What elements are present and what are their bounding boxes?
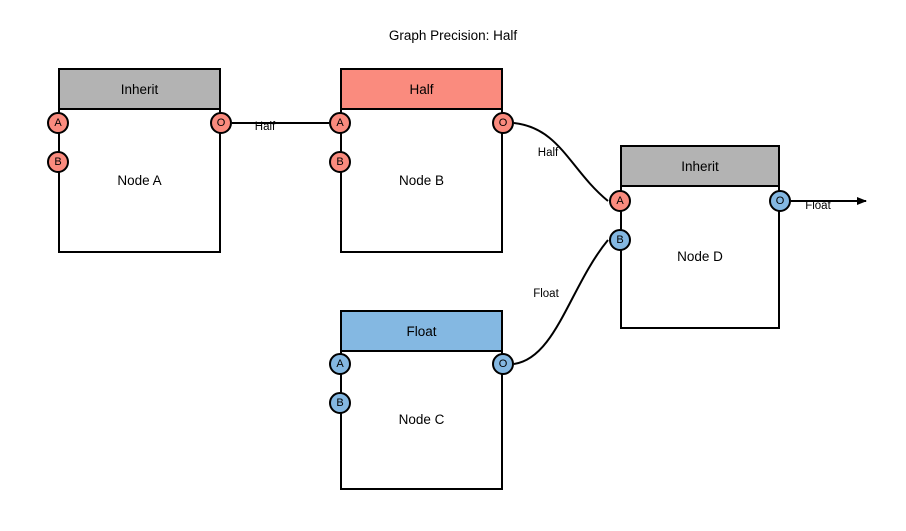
node-d-label: Node D: [677, 249, 723, 264]
node-b-input-port-a[interactable]: A: [329, 112, 351, 134]
node-a-output-port-o[interactable]: O: [210, 112, 232, 134]
node-b-input-port-b[interactable]: B: [329, 151, 351, 173]
edge-c-to-d[interactable]: [513, 239, 609, 365]
edge-a-to-b-label: Half: [254, 121, 276, 133]
node-d-input-port-b[interactable]: B: [609, 229, 631, 251]
node-b-output-port-o[interactable]: O: [492, 112, 514, 134]
edge-b-to-d-label: Half: [537, 147, 559, 159]
node-a-header: Inherit: [60, 70, 219, 110]
node-c-input-port-a[interactable]: A: [329, 353, 351, 375]
node-a-label: Node A: [117, 172, 162, 188]
node-c-output-port-o[interactable]: O: [492, 353, 514, 375]
node-a-input-port-a[interactable]: A: [47, 112, 69, 134]
node-d-header: Inherit: [622, 147, 778, 187]
page-title: Graph Precision: Half: [388, 28, 518, 43]
node-b-label: Node B: [398, 172, 445, 188]
node-d-input-port-a[interactable]: A: [609, 190, 631, 212]
node-c-input-port-b[interactable]: B: [329, 392, 351, 414]
node-a-input-port-b[interactable]: B: [47, 151, 69, 173]
edge-layer: [232, 122, 867, 365]
edge-d-output-label: Float: [805, 200, 831, 212]
edge-b-to-d[interactable]: [513, 122, 609, 202]
node-c-header: Float: [342, 312, 501, 352]
node-c-label: Node C: [398, 412, 445, 427]
node-b-header: Half: [342, 70, 501, 110]
node-d-output-port-o[interactable]: O: [769, 190, 791, 212]
edge-c-to-d-label: Float: [533, 288, 559, 300]
